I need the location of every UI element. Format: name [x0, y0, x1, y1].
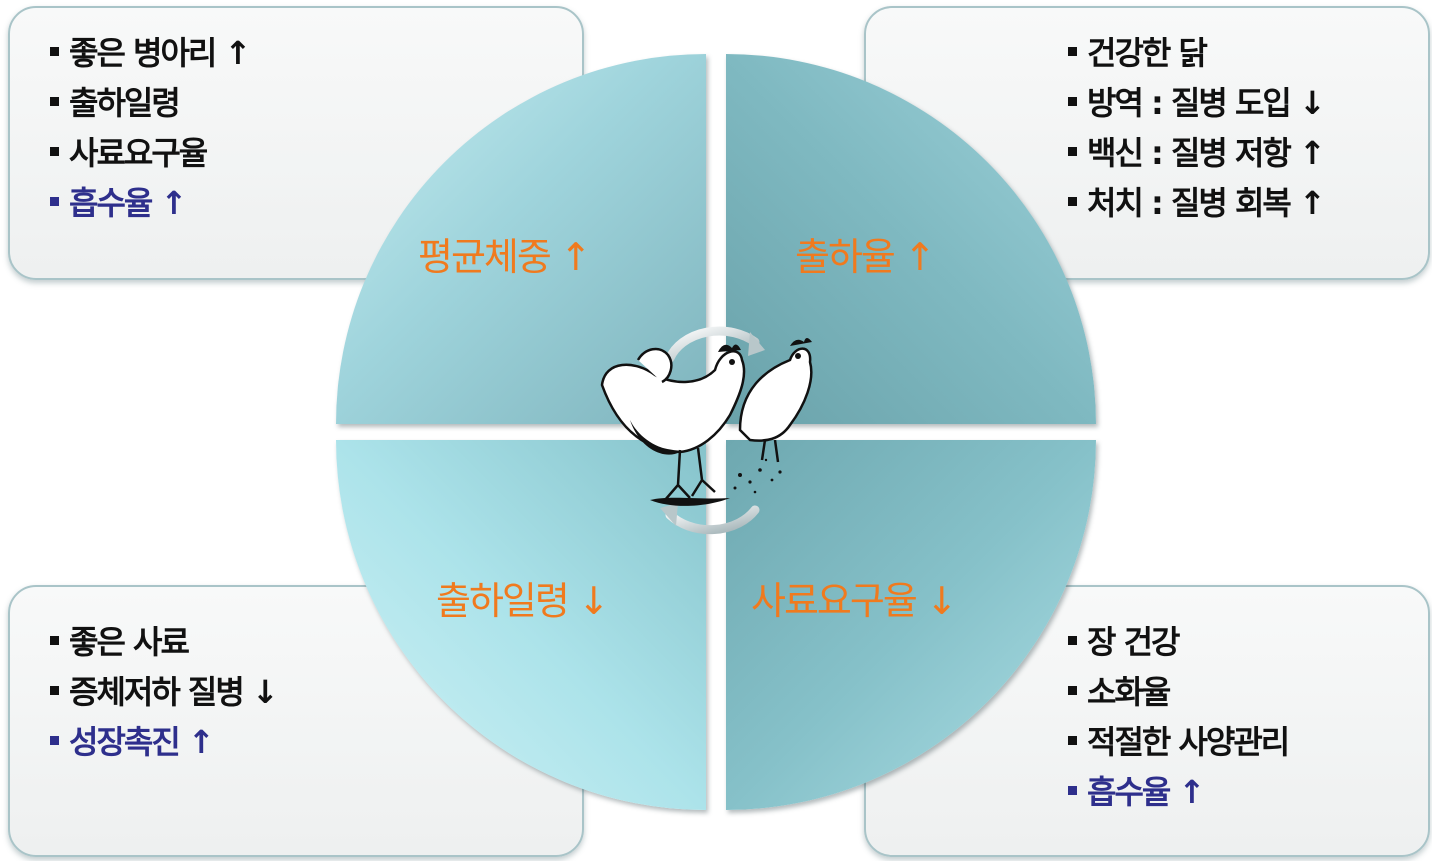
bottom-left-list: 좋은 사료 증체저하 질병 ↓ 성장촉진 ↑	[50, 617, 279, 767]
list-item-highlight: 흡수율 ↑	[1068, 767, 1288, 817]
list-item: 소화율	[1068, 667, 1288, 717]
ground-specks	[733, 458, 782, 494]
list-item: 백신 : 질병 저항 ↑	[1068, 128, 1326, 178]
list-item: 사료요구율	[50, 128, 249, 178]
list-item: 장 건강	[1068, 617, 1288, 667]
quadrant-label-average-weight: 평균체중 ↑	[418, 235, 592, 279]
list-item: 증체저하 질병 ↓	[50, 667, 279, 717]
list-item-highlight: 흡수율 ↑	[50, 178, 249, 228]
bottom-right-list: 장 건강 소화율 적절한 사양관리 흡수율 ↑	[1068, 617, 1290, 817]
list-item: 적절한 사양관리	[1068, 717, 1290, 767]
list-item: 좋은 사료	[50, 617, 277, 667]
quadrant-label-shipping-age: 출하일령 ↓	[436, 579, 610, 623]
cycle-arrows	[665, 326, 760, 535]
top-left-list: 좋은 병아리 ↑ 출하일령 사료요구율 흡수율 ↑	[50, 28, 251, 228]
list-item: 건강한 닭	[1068, 28, 1324, 78]
chickens-cycle-icon	[600, 326, 813, 535]
quadrant-label-shipping-rate: 출하율 ↑	[795, 235, 936, 279]
list-item: 처치 : 질병 회복 ↑	[1068, 178, 1326, 228]
quadrant-label-feed-conversion: 사료요구율 ↓	[751, 579, 958, 623]
chicken-back	[738, 347, 813, 463]
chicken-front	[600, 347, 746, 501]
list-item: 출하일령	[50, 78, 249, 128]
list-item-highlight: 성장촉진 ↑	[50, 717, 277, 767]
list-item: 방역 : 질병 도입 ↓	[1068, 78, 1326, 128]
list-item: 좋은 병아리 ↑	[50, 28, 251, 78]
top-right-list: 건강한 닭 방역 : 질병 도입 ↓ 백신 : 질병 저항 ↑ 처치 : 질병 …	[1068, 28, 1326, 228]
